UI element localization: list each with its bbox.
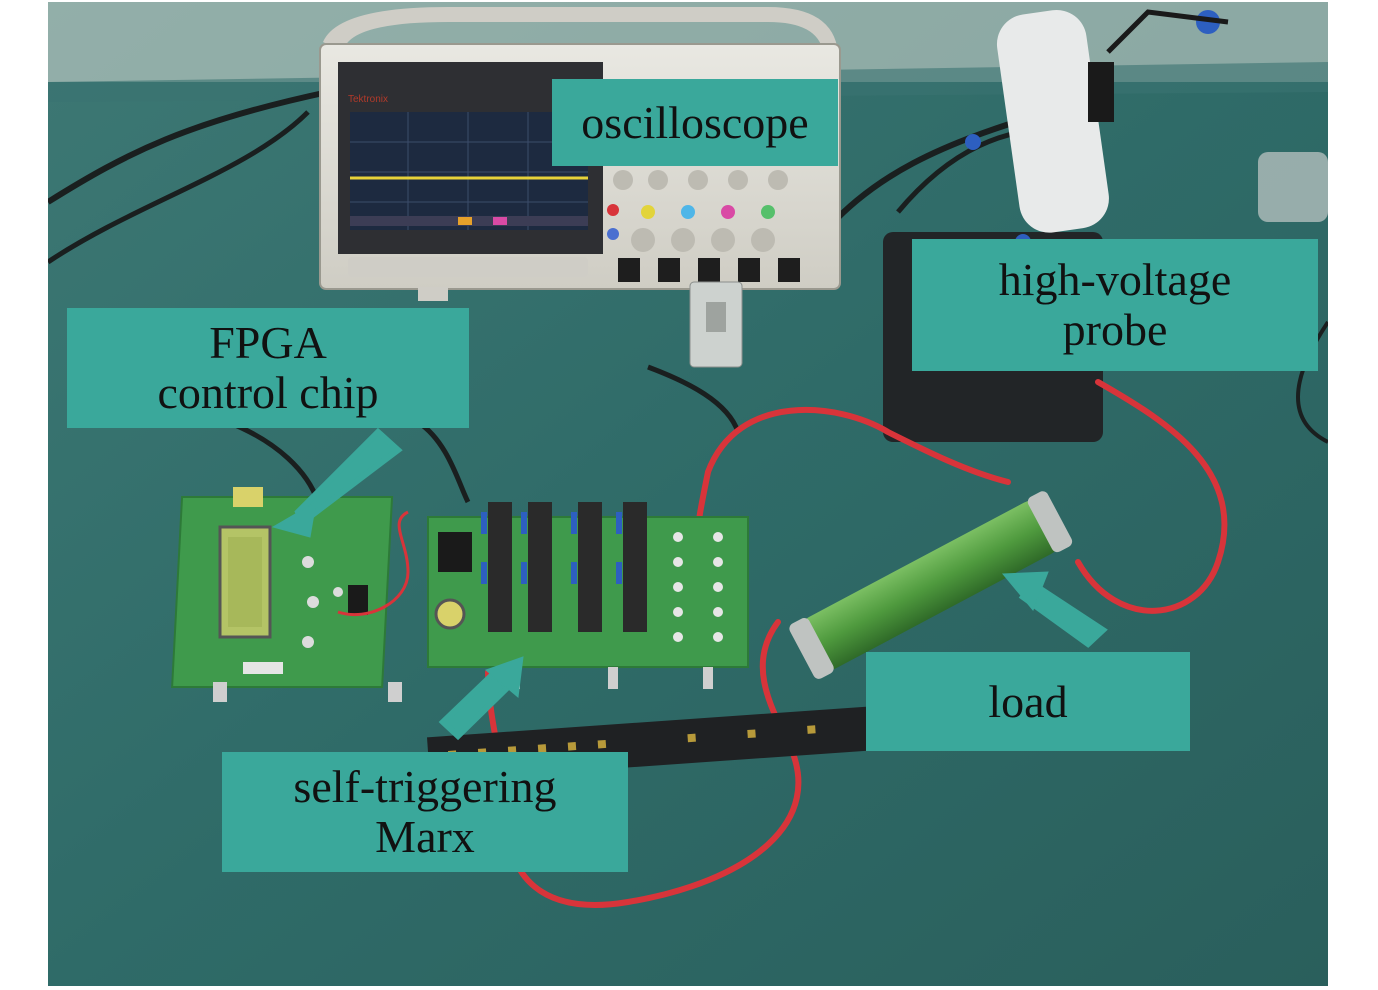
red-cable-top [705,406,1011,485]
lab-setup-photo: Tektronix [48,2,1328,986]
label-self-triggering-marx: self-triggering Marx [222,752,628,872]
fpga-board [171,487,410,702]
label-fpga-control-chip: FPGA control chip [67,308,469,428]
red-cable-probe [1075,379,1228,614]
scope-knobs [607,170,788,252]
label-load: load [866,652,1190,751]
label-oscilloscope: oscilloscope [552,79,838,166]
marx-board [427,502,749,689]
label-high-voltage-probe: high-voltage probe [912,239,1318,371]
scope-brand: Tektronix [348,94,388,105]
load-resistor [789,491,1073,679]
